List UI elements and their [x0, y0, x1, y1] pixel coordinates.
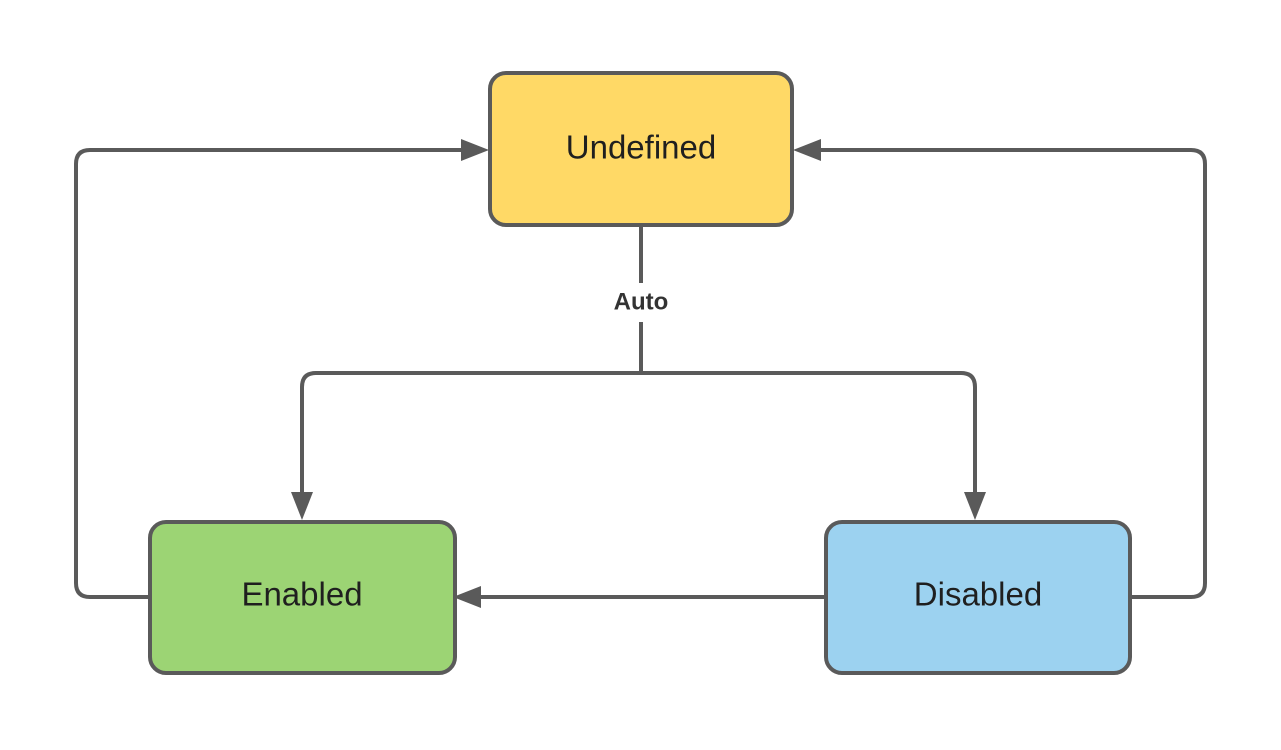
arrowhead-into-enabled-right	[453, 586, 481, 608]
edge-auto-to-disabled	[641, 371, 986, 520]
node-enabled-shape[interactable]	[148, 520, 457, 675]
arrowhead-into-disabled-top	[964, 492, 986, 520]
edge-enabled-to-undefined	[74, 139, 489, 599]
node-disabled-label: Disabled	[914, 576, 1042, 613]
edge-disabled-to-undefined-path	[811, 148, 1207, 599]
node-undefined-label: Undefined	[566, 129, 716, 166]
node-enabled[interactable]: Enabled	[148, 520, 457, 675]
edge-label-auto: Auto	[614, 288, 669, 315]
node-disabled[interactable]: Disabled	[824, 520, 1132, 675]
node-undefined[interactable]: Undefined	[488, 71, 794, 227]
arrowhead-into-undefined-left	[461, 139, 489, 161]
edge-disabled-to-undefined	[793, 139, 1207, 599]
node-enabled-label: Enabled	[241, 576, 362, 613]
arrowhead-into-enabled-top	[291, 492, 313, 520]
edge-auto-to-enabled	[291, 371, 641, 520]
edge-auto-to-enabled-path	[300, 371, 641, 500]
arrowhead-into-undefined-right	[793, 139, 821, 161]
node-undefined-shape[interactable]	[488, 71, 794, 227]
node-disabled-shape[interactable]	[824, 520, 1132, 675]
edge-auto-to-disabled-path	[641, 371, 977, 500]
edge-enabled-to-undefined-path	[74, 148, 471, 599]
